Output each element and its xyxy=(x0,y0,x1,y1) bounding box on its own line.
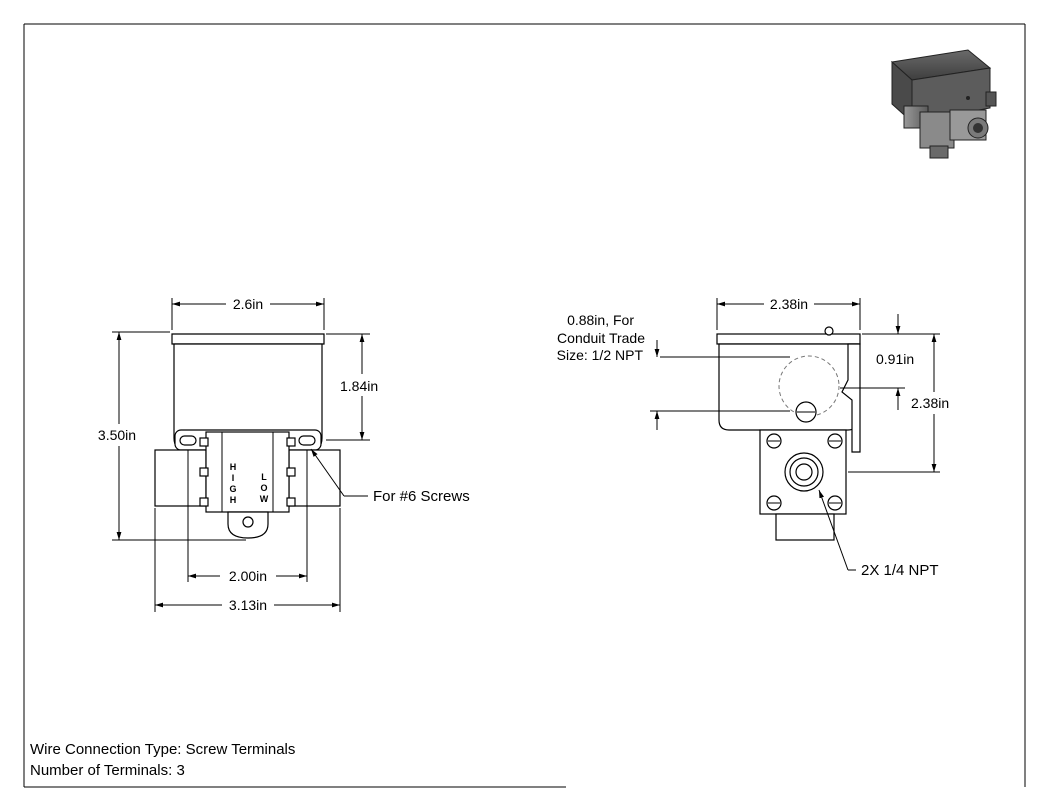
side-height-label: 2.38in xyxy=(911,395,949,411)
overall-width-label: 3.13in xyxy=(229,597,267,613)
conduit-note-line-1: 0.88in, For xyxy=(567,312,634,328)
isometric-view xyxy=(890,49,997,159)
front-view: H I G H L O W xyxy=(154,333,341,539)
terminals-note: Number of Terminals: 3 xyxy=(30,762,185,779)
side-view xyxy=(716,326,861,541)
front-height-label: 3.50in xyxy=(98,427,136,443)
wire-connection-note: Wire Connection Type: Screw Terminals xyxy=(30,741,295,758)
side-width-label: 2.38in xyxy=(770,296,808,312)
front-height-dimension: 3.50in xyxy=(98,331,246,541)
front-width-dimension: 2.6in xyxy=(171,296,325,330)
port-note-leader: 2X 1/4 NPT xyxy=(818,489,939,579)
offset-label: 0.91in xyxy=(876,351,914,367)
side-width-dimension: 2.38in xyxy=(716,296,861,330)
conduit-note-line-3: Size: 1/2 NPT xyxy=(557,347,644,363)
high-letter-2: I xyxy=(232,473,235,483)
port-note: 2X 1/4 NPT xyxy=(861,562,939,579)
low-letter-2: O xyxy=(260,483,267,493)
high-letter-3: G xyxy=(229,484,236,494)
cover-height-dimension: 1.84in xyxy=(326,333,378,441)
high-letter-4: H xyxy=(230,495,237,505)
conduit-note-line-2: Conduit Trade xyxy=(557,330,645,346)
low-letter-1: L xyxy=(261,472,267,482)
high-letter-1: H xyxy=(230,462,237,472)
conduit-dimension: 0.88in, For Conduit Trade Size: 1/2 NPT xyxy=(557,312,790,430)
low-letter-3: W xyxy=(260,494,269,504)
screw-note: For #6 Screws xyxy=(373,488,470,505)
side-height-dimension: 2.38in xyxy=(848,333,949,473)
mount-spacing-label: 2.00in xyxy=(229,568,267,584)
mount-spacing-dimension: 2.00in xyxy=(187,450,308,584)
screw-note-leader: For #6 Screws xyxy=(310,448,470,505)
cover-height-label: 1.84in xyxy=(340,378,378,394)
sheet-border xyxy=(23,23,1026,788)
overall-width-dimension: 3.13in xyxy=(154,508,341,613)
front-width-label: 2.6in xyxy=(233,296,263,312)
